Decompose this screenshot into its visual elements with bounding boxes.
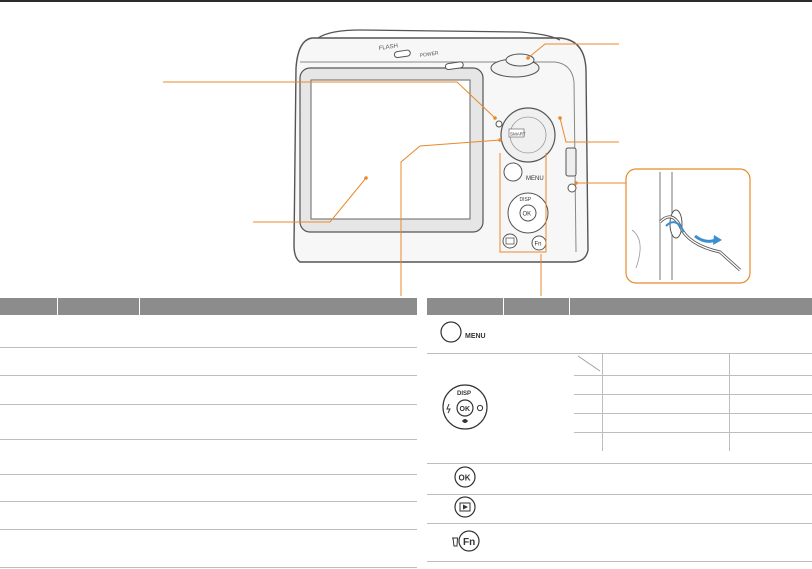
delete-icon	[452, 537, 458, 546]
right-header-cell	[502, 298, 569, 315]
left-components-table	[0, 298, 417, 557]
subtable-header	[574, 353, 812, 376]
menu-button	[503, 162, 523, 182]
table-row	[0, 404, 417, 440]
table-row	[0, 375, 417, 405]
table-row	[0, 439, 417, 475]
right-table-header	[427, 298, 812, 315]
table-row	[0, 501, 417, 530]
flash-icon	[446, 403, 451, 413]
table-row	[0, 474, 417, 502]
menu-button-label: MENU	[526, 176, 544, 182]
right-buttons-table: MENU OK DISP	[427, 298, 812, 562]
ok-icon-label: OK	[459, 474, 471, 483]
nav-icon-ok: OK	[460, 406, 471, 413]
subtable-row	[574, 394, 812, 414]
table-row	[0, 315, 417, 348]
menu-button-icon: MENU	[440, 321, 486, 343]
playback-button	[502, 233, 518, 249]
camera-body: FLASH POWER SMART MENU OK DISP	[293, 29, 589, 263]
nav-ok-label: OK	[523, 212, 532, 218]
nav-pad-subtable-cell	[569, 353, 812, 464]
strap-inset	[625, 168, 751, 284]
fn-button-icon-cell: Fn	[427, 523, 503, 562]
subtable-row	[574, 375, 812, 395]
table-row	[0, 347, 417, 376]
table-row: OK	[427, 463, 812, 495]
fn-icon-label: Fn	[463, 537, 475, 548]
ok-button-icon-cell: OK	[427, 463, 503, 495]
camera-back-illustration: FLASH POWER SMART MENU OK DISP	[163, 29, 751, 296]
control-buttons: MENU OK DISP Fn	[502, 162, 549, 251]
mode-dial-smart-label: SMART	[510, 132, 526, 137]
top-rule	[0, 0, 812, 2]
table-row: Fn	[427, 523, 812, 562]
navigation-pad-icon: OK DISP	[442, 383, 488, 430]
diagonal-rule	[577, 355, 601, 371]
subtable-corner	[574, 353, 603, 376]
left-header-cell	[56, 298, 139, 315]
table-row: OK DISP	[427, 353, 812, 464]
nav-disp-label: DISP	[520, 197, 532, 203]
menu-button-icon-cell: MENU	[427, 315, 503, 354]
mode-dial: SMART	[500, 107, 556, 163]
macro-icon	[462, 418, 468, 423]
navigation-subtable	[574, 353, 812, 451]
left-table-bottom-rule	[0, 567, 417, 568]
playback-button-icon	[454, 496, 476, 518]
nav-pad-name-cell	[503, 353, 569, 464]
flash-label: FLASH	[378, 43, 398, 52]
fn-button-icon: Fn	[452, 529, 480, 552]
timer-icon	[476, 404, 484, 411]
left-header-cell	[138, 298, 417, 315]
menu-icon-label: MENU	[465, 333, 486, 340]
fn-button-label: Fn	[535, 242, 542, 248]
left-table-header	[0, 298, 417, 315]
right-header-cell	[427, 298, 503, 315]
status-lamp	[495, 120, 503, 128]
table-row: MENU	[427, 315, 812, 354]
ok-button-icon: OK	[454, 466, 476, 488]
power-label: POWER	[419, 50, 439, 59]
playback-button-icon-cell	[427, 494, 503, 524]
right-header-cell	[568, 298, 812, 315]
nav-icon-disp: DISP	[457, 391, 471, 397]
subtable-row	[574, 432, 812, 451]
navigation-pad-icon-cell: OK DISP	[427, 353, 503, 464]
table-row	[0, 529, 417, 557]
table-row	[427, 494, 812, 524]
left-header-cell	[0, 298, 57, 315]
callout-lines	[163, 43, 626, 296]
subtable-row	[574, 413, 812, 433]
